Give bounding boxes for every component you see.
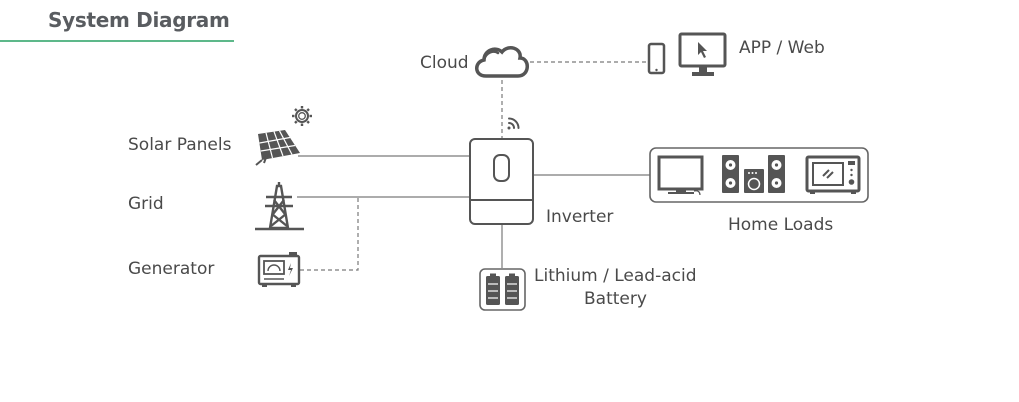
- battery-icon: [479, 268, 526, 311]
- page-title: System Diagram: [48, 8, 230, 32]
- app-web-label: APP / Web: [739, 38, 825, 58]
- battery-label-line1: Lithium / Lead-acid: [534, 266, 697, 286]
- connection-generator-grid: [300, 197, 359, 271]
- generator-icon: [257, 252, 301, 287]
- monitor-cursor-icon: [678, 32, 727, 76]
- smartphone-icon: [647, 42, 666, 75]
- connections: [297, 61, 650, 271]
- battery-label-line2: Battery: [584, 289, 647, 309]
- cloud-icon: [475, 46, 529, 78]
- transmission-tower-icon: [255, 182, 304, 231]
- speakers-icon: [722, 155, 785, 193]
- wifi-icon: [507, 117, 520, 130]
- home-loads-label: Home Loads: [728, 215, 834, 235]
- microwave-icon: [805, 155, 861, 194]
- tv-icon: [657, 155, 704, 196]
- home-loads-panel: [649, 147, 869, 203]
- grid-label: Grid: [128, 194, 164, 214]
- inverter-label: Inverter: [546, 207, 614, 227]
- title-underline: [0, 40, 234, 42]
- cloud-label: Cloud: [420, 53, 469, 73]
- solar-panels-label: Solar Panels: [128, 135, 232, 155]
- inverter-icon: [469, 138, 534, 225]
- solar-panel-icon: [255, 130, 300, 166]
- sun-icon: [292, 106, 312, 126]
- generator-label: Generator: [128, 259, 215, 279]
